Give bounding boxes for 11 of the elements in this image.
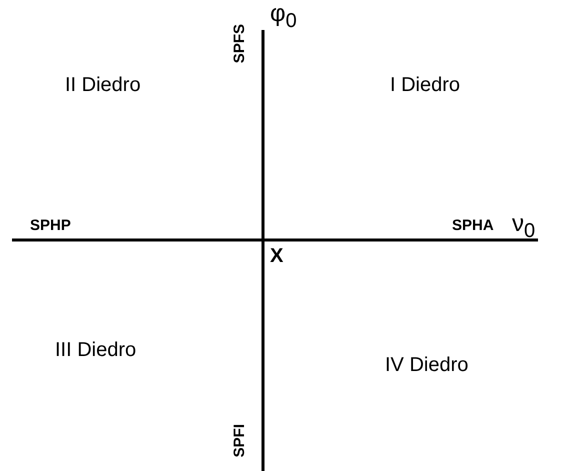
plane-label: SPFI <box>232 424 247 458</box>
quadrant-label: I Diedro <box>390 75 460 95</box>
quadrant-label: IV Diedro <box>385 355 468 375</box>
plane-label: SPHP <box>30 218 71 233</box>
axis-point-label: X <box>270 246 284 266</box>
quadrant-label: III Diedro <box>55 340 136 360</box>
axis-name: φ$_{0}$ <box>270 2 297 31</box>
plane-label: SPHA <box>452 218 494 233</box>
axis-name: ν$_{0}$ <box>512 212 536 241</box>
plane-label: SPFS <box>232 24 247 64</box>
quadrant-label: II Diedro <box>65 75 141 95</box>
